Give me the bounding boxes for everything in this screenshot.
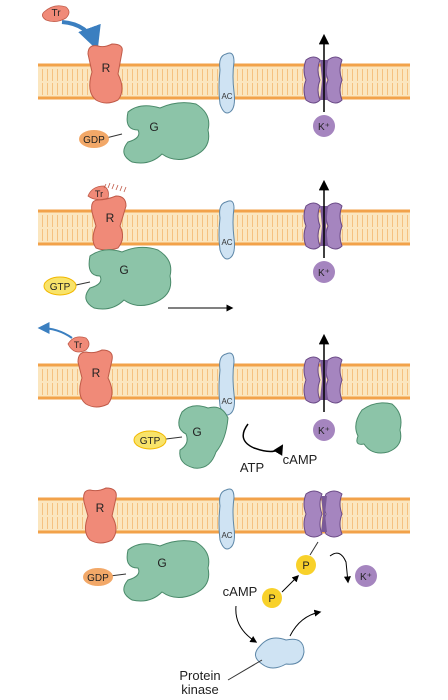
k-label-2: K⁺: [318, 268, 330, 279]
phosphate-arrow-icon: [281, 575, 299, 593]
panel-1: Tr R AC K⁺ G GD: [38, 5, 410, 164]
gtp-label-3: GTP: [140, 436, 161, 447]
atp-label-3: ATP: [240, 460, 264, 475]
k-channel-2: [303, 202, 343, 250]
k-channel-4: [303, 490, 343, 538]
g-label-4: G: [157, 556, 166, 570]
gtp-label-2: GTP: [50, 282, 71, 293]
adenylyl-cyclase-4: AC: [218, 488, 235, 550]
g-beta-gamma-3: [355, 402, 402, 454]
k-label-4: K⁺: [360, 572, 372, 583]
potassium-ion-3: K⁺: [313, 419, 335, 441]
kinase-arrow-icon: [289, 609, 322, 637]
gtp-badge-2: GTP: [43, 276, 77, 296]
protein-kinase: [255, 637, 305, 669]
gdp-badge-4: GDP: [83, 568, 113, 586]
receptor-2: R: [91, 195, 127, 251]
phosphate-1: P: [296, 555, 316, 575]
p-label-1: P: [302, 560, 309, 572]
receptor-label-2: R: [106, 211, 115, 225]
receptor-label-4: R: [96, 501, 105, 515]
panel-4: R AC G GDP P P: [38, 487, 410, 697]
adenylyl-cyclase-1: AC: [218, 52, 235, 114]
tr-label-2: Tr: [95, 189, 103, 199]
release-arrow-icon: [37, 322, 73, 339]
transmitter-2: Tr: [87, 182, 127, 200]
potassium-ion-4: K⁺: [355, 565, 377, 587]
receptor-4: R: [83, 487, 117, 544]
ac-label-3: AC: [221, 397, 232, 406]
receptor-label-3: R: [92, 366, 101, 380]
gdp-label-4: GDP: [87, 573, 109, 584]
potassium-ion-1: K⁺: [313, 115, 335, 137]
g-label-3: G: [192, 425, 201, 439]
ac-label-4: AC: [221, 531, 232, 540]
k-label-3: K⁺: [318, 426, 330, 437]
phosphate-2: P: [262, 588, 282, 608]
panel-3: Tr R AC K⁺ G: [37, 322, 410, 475]
g-protein-4: G: [123, 540, 210, 602]
adenylyl-cyclase-2: AC: [218, 200, 235, 260]
p-label-2: P: [268, 593, 275, 605]
transmitter-3: Tr: [67, 336, 90, 353]
protein-kinase-label-line1: Protein: [179, 668, 220, 683]
ac-label-1: AC: [221, 92, 232, 101]
tr-label-1: Tr: [51, 8, 61, 19]
g-alpha-3: G: [178, 405, 229, 469]
k-channel-1: [303, 56, 343, 104]
transmitter-1: Tr: [42, 5, 70, 22]
g-protein-1: G: [123, 102, 210, 164]
gdp-badge-1: GDP: [79, 130, 109, 148]
g-label-2: G: [119, 263, 128, 277]
g-label-1: G: [149, 120, 158, 134]
k-label-1: K⁺: [318, 122, 330, 133]
atp-camp-arrow-icon: [242, 423, 284, 456]
panel-2: R Tr AC K⁺ G GTP: [38, 179, 410, 312]
protein-kinase-label-line2: kinase: [181, 682, 219, 697]
camp-label-3: cAMP: [283, 452, 318, 467]
ac-label-2: AC: [221, 238, 232, 247]
g-protein-2: G: [85, 246, 172, 310]
potassium-ion-2: K⁺: [313, 261, 335, 283]
gtp-badge-3: GTP: [133, 430, 167, 450]
binding-arrow-icon: [61, 20, 101, 51]
adenylyl-cyclase-3: AC: [218, 352, 235, 416]
k-channel-3: [303, 356, 343, 404]
receptor-3: R: [77, 349, 113, 408]
receptor-1: R: [87, 43, 123, 104]
k-flow-arrow-icon: [329, 552, 351, 584]
tr-label-3: Tr: [74, 340, 82, 350]
camp-arrow-icon: [235, 605, 258, 643]
gdp-label-1: GDP: [83, 135, 105, 146]
receptor-label-1: R: [102, 61, 111, 75]
camp-label-4: cAMP: [223, 584, 258, 599]
